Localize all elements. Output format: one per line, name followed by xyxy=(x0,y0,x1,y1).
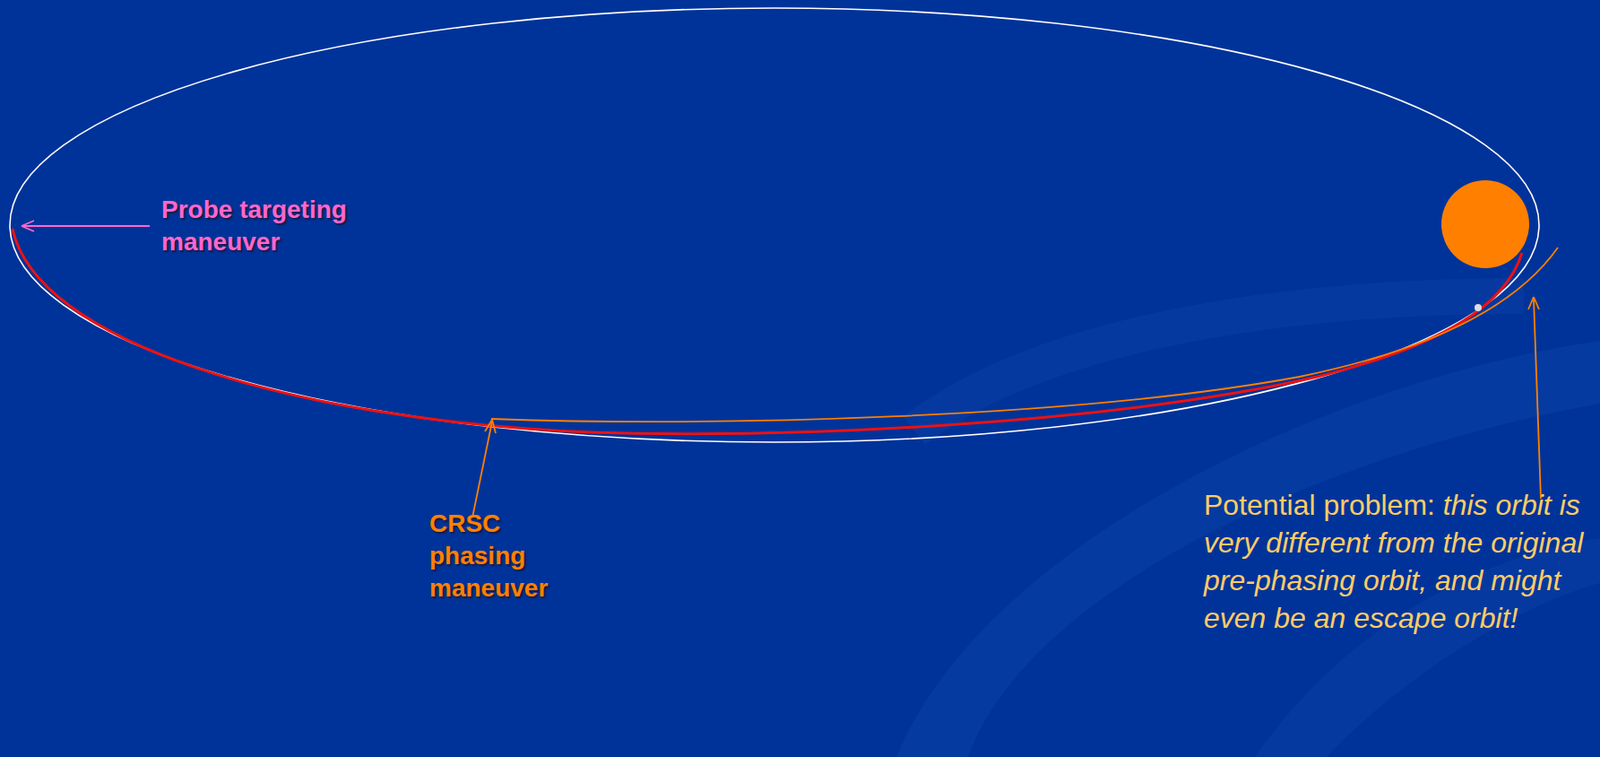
phasing-orbit xyxy=(491,247,1558,422)
original-orbit xyxy=(9,8,1540,442)
central-body xyxy=(1441,180,1530,269)
spacecraft-dot xyxy=(1474,303,1482,312)
arrow-head xyxy=(1528,296,1540,310)
arrow-head xyxy=(21,220,35,232)
leader-line xyxy=(471,421,493,522)
leader-line xyxy=(1533,298,1541,499)
probe-orbit xyxy=(12,228,1523,434)
note-text: Potential problem: this orbit is very di… xyxy=(1203,485,1590,637)
background-swoosh xyxy=(896,340,1600,757)
note-heading: Potential problem: xyxy=(1203,488,1436,521)
leader-line xyxy=(23,224,150,227)
maneuver-label: Probe targeting maneuver xyxy=(161,193,422,259)
arrow-head xyxy=(484,419,496,433)
maneuver-label: CRSC phasing maneuver xyxy=(429,507,582,605)
